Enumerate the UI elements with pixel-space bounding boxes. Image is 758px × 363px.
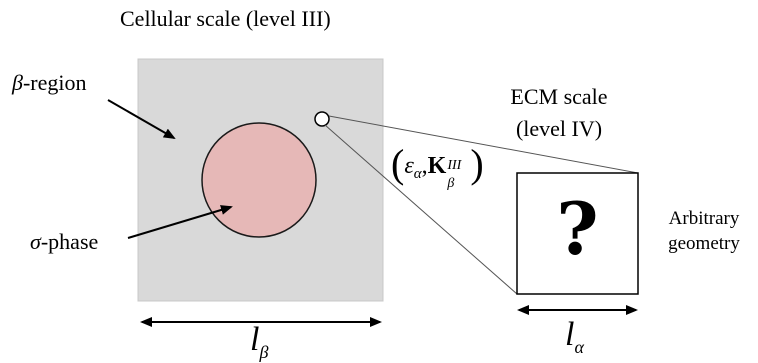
sigma-phase-label: σ-phase — [30, 229, 98, 255]
length-beta-subscript: β — [259, 342, 269, 362]
k-symbol: K — [427, 153, 447, 179]
beta-region-label: β-region — [12, 70, 87, 96]
k-indices: III β — [446, 154, 470, 191]
beta-region-text: -region — [22, 70, 87, 95]
coupling-comma: , — [421, 153, 428, 179]
arbitrary-line2: geometry — [668, 233, 740, 254]
arbitrary-line1: Arbitrary — [668, 208, 740, 229]
ecm-title-line1: ECM scale — [510, 84, 608, 109]
coupling-close-paren: ) — [470, 141, 484, 186]
sigma-phase-text: -phase — [40, 229, 99, 254]
k-superscript: III — [447, 158, 462, 174]
ecm-title-line2: (level IV) — [515, 116, 603, 141]
arbitrary-geometry-label: Arbitrary geometry — [650, 206, 758, 256]
k-subscript: β — [447, 176, 455, 192]
length-beta-label: lβ — [250, 321, 269, 363]
zoom-point-circle — [314, 111, 330, 127]
cellular-scale-title: Cellular scale (level III) — [120, 6, 331, 31]
coupling-open-paren: ( — [391, 141, 405, 186]
length-alpha-label: lα — [565, 316, 584, 358]
beta-symbol: β — [12, 70, 23, 95]
length-alpha-symbol: l — [565, 316, 575, 353]
ecm-square — [516, 172, 639, 295]
sigma-phase-arrow — [127, 205, 233, 239]
sigma-symbol: σ — [30, 229, 41, 254]
question-mark: ? — [556, 186, 599, 271]
epsilon-subscript: α — [413, 166, 422, 182]
zoom-line-top — [328, 115, 639, 174]
zoom-line-bottom — [324, 124, 518, 295]
epsilon-symbol: ε — [404, 153, 414, 179]
length-beta-symbol: l — [250, 321, 260, 358]
length-alpha-subscript: α — [574, 337, 584, 357]
beta-region-arrow — [107, 99, 176, 139]
ecm-scale-title: ECM scale (level IV) — [490, 84, 628, 142]
sigma-phase-circle — [201, 122, 317, 238]
